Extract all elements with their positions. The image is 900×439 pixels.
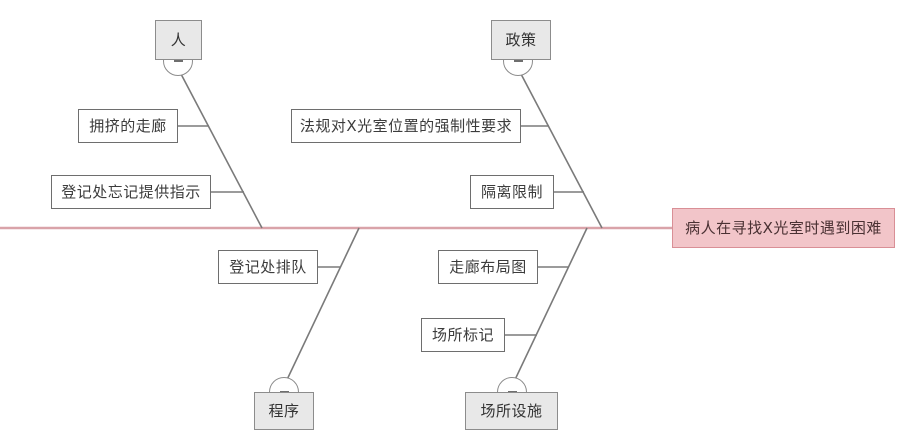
bone-procedure: [283, 227, 360, 387]
bone-place: [511, 227, 588, 387]
category-node-policy[interactable]: 政策: [491, 20, 551, 60]
cause-node-corridor-layout-plan[interactable]: 走廊布局图: [438, 250, 538, 284]
cause-node-registration-queue[interactable]: 登记处排队: [218, 250, 318, 284]
cause-node-regulation-location-requirement[interactable]: 法规对X光室位置的强制性要求: [291, 109, 521, 143]
bone-policy: [520, 73, 603, 229]
category-node-procedure[interactable]: 程序: [254, 392, 314, 430]
category-node-place[interactable]: 场所设施: [465, 392, 558, 430]
cause-node-isolation-restriction[interactable]: 隔离限制: [470, 175, 554, 209]
cause-node-crowded-corridor[interactable]: 拥挤的走廊: [78, 109, 178, 143]
minus-glyph: [173, 60, 183, 62]
cause-node-site-signage[interactable]: 场所标记: [421, 318, 505, 352]
bone-people: [180, 73, 263, 229]
category-node-people[interactable]: 人: [155, 20, 202, 60]
minus-glyph: [513, 60, 523, 62]
effect-node[interactable]: 病人在寻找X光室时遇到困难: [672, 208, 895, 248]
cause-node-registration-forgets-directions[interactable]: 登记处忘记提供指示: [51, 175, 211, 209]
